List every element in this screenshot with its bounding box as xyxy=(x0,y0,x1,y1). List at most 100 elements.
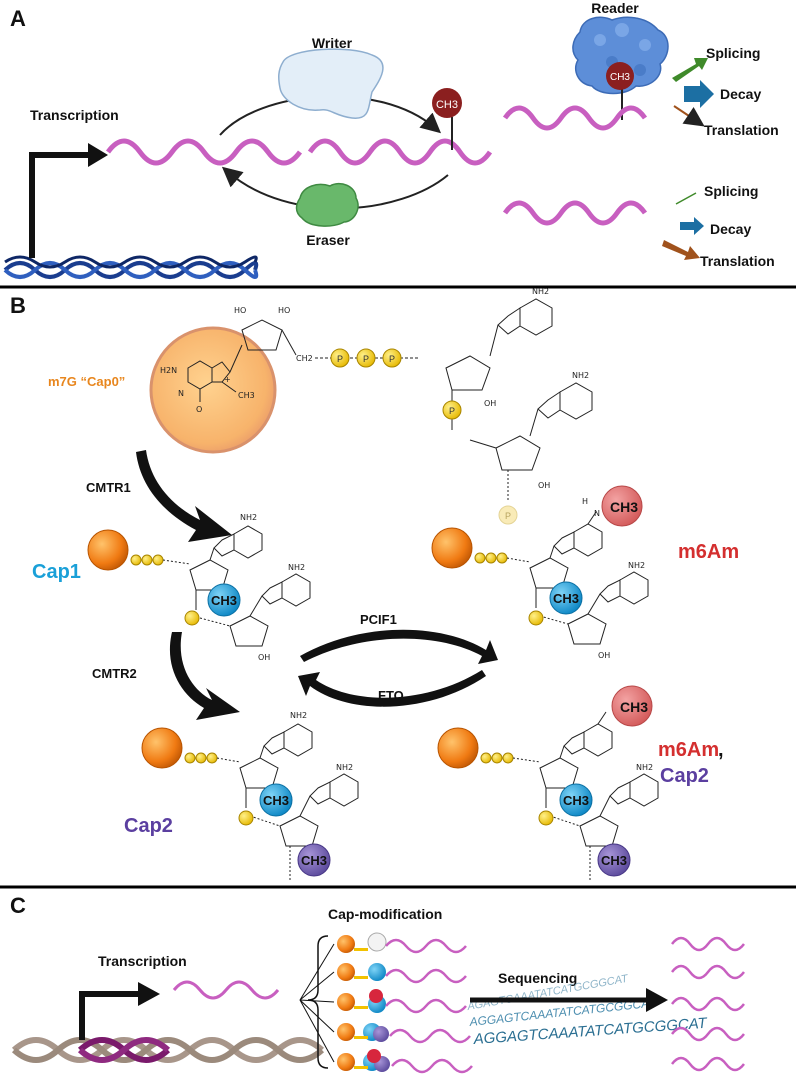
cap0-phosphate-1 xyxy=(442,400,462,420)
m6am-molecule xyxy=(431,485,649,645)
cap2-molecule xyxy=(141,723,359,880)
decay-arrow-top xyxy=(684,80,714,108)
cap0-nucleotides xyxy=(445,298,593,500)
cmtr1-arrow xyxy=(136,450,232,542)
writer-enzyme xyxy=(278,48,384,119)
eraser-enzyme xyxy=(295,182,359,227)
pcif1-arrow xyxy=(300,629,498,664)
m7g-h2n: H2N xyxy=(160,366,177,375)
cmtr2-arrow xyxy=(169,632,240,720)
panel-c-letter: C xyxy=(10,893,26,918)
dna-helix-a xyxy=(3,255,259,279)
cap2-nh2-1: NH2 xyxy=(290,711,307,720)
cmtr2-label: CMTR2 xyxy=(92,666,137,681)
ch3-ball-reader xyxy=(606,62,634,90)
cap0-a1-nh2: NH2 xyxy=(532,287,549,296)
panel-b: B m7G “Cap0” H2N O N CH3 + HO HO CH2 xyxy=(10,287,739,880)
m6am-h: H xyxy=(582,497,588,506)
splicing-arrow-bottom xyxy=(675,192,697,205)
outcome-bottom-decay: Decay xyxy=(710,221,751,237)
transcription-label-c: Transcription xyxy=(98,953,187,969)
translation-arrow-top xyxy=(673,105,705,127)
m6am-cap2-nh2: NH2 xyxy=(636,763,653,772)
outcome-top-decay: Decay xyxy=(720,86,761,102)
cap0-phosphate-1-label: P xyxy=(449,406,455,416)
splicing-arrow-top xyxy=(672,58,708,82)
m6am-ch3-blue: CH3 xyxy=(553,591,579,606)
decay-arrow-bottom xyxy=(680,217,704,235)
m6am-ch3-red: CH3 xyxy=(610,499,638,515)
m6am-cap2-ch3-blue: CH3 xyxy=(563,793,589,808)
cap-modification-bracket xyxy=(307,935,329,1069)
panel-a: A Transcription CH3 Writer Eraser xyxy=(3,0,779,279)
sequenced-mrnas xyxy=(671,936,745,1072)
m6am-cap2-label-1: m6Am xyxy=(658,739,719,761)
m6am-nh2: NH2 xyxy=(628,561,645,570)
m7g-plus: + xyxy=(224,375,231,384)
cap0-guanosine-halo xyxy=(149,326,277,454)
mrna-transcript-c xyxy=(172,980,280,1000)
mrna-methylated-middle xyxy=(307,138,493,166)
cap-branch-lines xyxy=(299,943,335,1063)
transcription-arrow-c xyxy=(79,991,142,1040)
mrna-unmodified-left xyxy=(105,138,303,166)
mrna-unmodified-right xyxy=(502,200,648,226)
panel-c: C Transcription Cap-modification xyxy=(10,893,745,1074)
capped-mrna-variants xyxy=(337,932,473,1074)
mrna-read xyxy=(502,105,648,131)
cap1-nh2-2: NH2 xyxy=(288,563,305,572)
m6am-cap2-label-comma: , xyxy=(718,739,724,761)
pcif1-label: PCIF1 xyxy=(360,612,397,627)
cap2-ch3-blue: CH3 xyxy=(263,793,289,808)
m7g-structure xyxy=(187,344,243,402)
m7g-o: O xyxy=(196,405,202,414)
dna-helix-c xyxy=(11,1037,325,1063)
triphosphate-p2: P xyxy=(363,354,369,364)
translation-arrow-bottom xyxy=(662,240,700,260)
outcome-bottom-splicing: Splicing xyxy=(704,183,758,199)
eraser-label: Eraser xyxy=(306,232,350,248)
m6am-cap2-ch3-red: CH3 xyxy=(620,699,648,715)
cap0-ch2: CH2 xyxy=(296,354,313,363)
m6am-label: m6Am xyxy=(678,541,739,563)
cap1-molecule xyxy=(87,525,311,647)
cap2-nh2-2: NH2 xyxy=(336,763,353,772)
transcription-label-a: Transcription xyxy=(30,107,119,123)
triphosphate-p1: P xyxy=(337,354,343,364)
m6am-cap2-label-2: Cap2 xyxy=(660,765,709,787)
cap0-phosphate-faded-label: P xyxy=(505,511,511,521)
fto-label: FTO xyxy=(378,688,404,703)
panel-a-letter: A xyxy=(10,6,26,31)
panel-b-letter: B xyxy=(10,293,26,318)
cap-modification-label: Cap-modification xyxy=(328,906,442,922)
fto-arrow xyxy=(298,670,486,707)
sequencing-label: Sequencing xyxy=(498,970,577,986)
cap2-label: Cap2 xyxy=(124,815,173,837)
m7g-nh: N xyxy=(178,389,184,398)
transcription-arrowhead-a xyxy=(88,143,108,167)
outcome-top-splicing: Splicing xyxy=(706,45,760,61)
m7g-ch3: CH3 xyxy=(238,391,255,400)
outcome-top-translation: Translation xyxy=(704,122,779,138)
outcome-bottom-translation: Translation xyxy=(700,253,775,269)
writer-label: Writer xyxy=(312,35,353,51)
cap1-oh: OH xyxy=(258,653,270,662)
ch3-label-a: CH3 xyxy=(436,99,458,111)
cap0-a2-nh2: NH2 xyxy=(572,371,589,380)
cap0-oh-2: OH xyxy=(538,481,550,490)
cap0-ho-2: HO xyxy=(278,306,290,315)
cap0-ho-1: HO xyxy=(234,306,246,315)
m6am-cap2-ch3-purple: CH3 xyxy=(601,853,627,868)
cap0-ribose xyxy=(241,319,297,356)
triphosphate-p3: P xyxy=(389,354,395,364)
triphosphate-bridge xyxy=(315,348,420,368)
cap2-ch3-purple: CH3 xyxy=(301,853,327,868)
m6am-cap2-molecule xyxy=(437,685,659,880)
ch3-ball-a xyxy=(432,88,462,118)
cap1-label: Cap1 xyxy=(32,561,81,583)
transcription-arrowhead-c xyxy=(138,982,160,1006)
cap0-phosphate-faded xyxy=(498,505,518,525)
m6am-n: N xyxy=(594,509,600,518)
m6am-oh: OH xyxy=(598,651,610,660)
